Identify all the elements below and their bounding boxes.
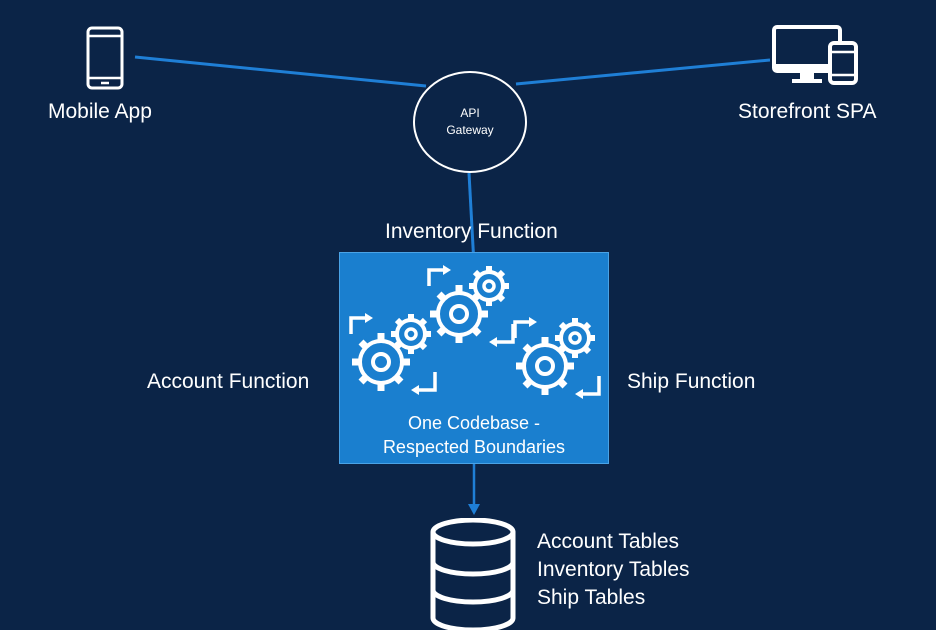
inventory-tables-label: Inventory Tables — [537, 558, 690, 581]
api-gateway-node: API Gateway — [413, 71, 527, 173]
mobile-phone-icon — [86, 26, 124, 90]
codebase-label-line1: One Codebase - — [407, 413, 541, 433]
gateway-label-line1: API — [460, 106, 480, 120]
codebase-label-line2: Respected Boundaries — [382, 437, 566, 457]
database-icon — [430, 518, 516, 630]
mobile-app-label: Mobile App — [48, 100, 152, 123]
database-tables-list: Account Tables Inventory Tables Ship Tab… — [537, 528, 690, 612]
gears-cycle-icon — [339, 252, 609, 412]
ship-tables-label: Ship Tables — [537, 586, 646, 609]
desktop-devices-icon — [772, 25, 858, 85]
account-tables-label: Account Tables — [537, 530, 680, 553]
mobile-to-gateway-connector — [134, 55, 427, 88]
ship-function-label: Ship Function — [627, 370, 756, 393]
gateway-to-codebase-connector — [467, 172, 476, 266]
storefront-to-gateway-connector — [515, 58, 771, 86]
arrowhead — [468, 504, 480, 515]
inventory-function-label: Inventory Function — [385, 220, 558, 243]
account-function-label: Account Function — [147, 370, 310, 393]
gateway-label-line2: Gateway — [446, 123, 494, 137]
storefront-spa-label: Storefront SPA — [738, 100, 877, 123]
